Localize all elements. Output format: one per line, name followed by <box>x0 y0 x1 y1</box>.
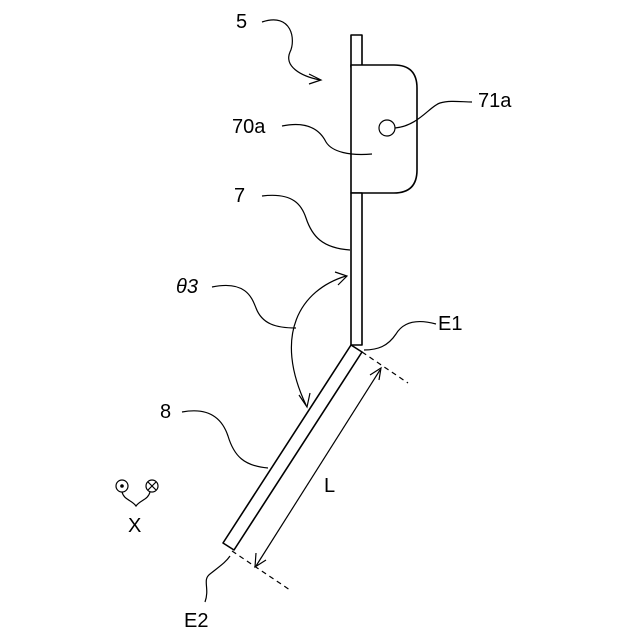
label-end-e1: E1 <box>438 313 462 335</box>
leader-E2 <box>205 556 230 602</box>
leader-X <box>122 492 150 506</box>
housing-block <box>351 65 417 193</box>
label-body-part: 70a <box>232 116 266 138</box>
label-second-member: 8 <box>160 401 171 423</box>
label-length: L <box>324 475 335 497</box>
leader-8 <box>182 411 268 468</box>
label-angle: θ3 <box>176 276 198 298</box>
label-end-e2: E2 <box>184 610 208 632</box>
angle-arrow-top <box>335 272 347 285</box>
member-8 <box>223 345 362 550</box>
out-of-page-dot-icon <box>120 484 124 488</box>
label-assembly: 5 <box>236 11 247 33</box>
label-first-member: 7 <box>234 185 245 207</box>
leader-5 <box>262 20 320 80</box>
angle-arrow-bottom <box>299 393 310 407</box>
top-tab <box>351 35 362 67</box>
dim-ext-top <box>362 352 408 383</box>
dim-ext-bottom <box>232 551 290 590</box>
leader-7 <box>262 195 350 250</box>
member-7 <box>351 193 362 345</box>
label-hole: 71a <box>478 90 512 112</box>
label-direction: X <box>128 515 141 537</box>
leader-E1 <box>364 322 436 350</box>
leader-theta3 <box>212 285 296 328</box>
